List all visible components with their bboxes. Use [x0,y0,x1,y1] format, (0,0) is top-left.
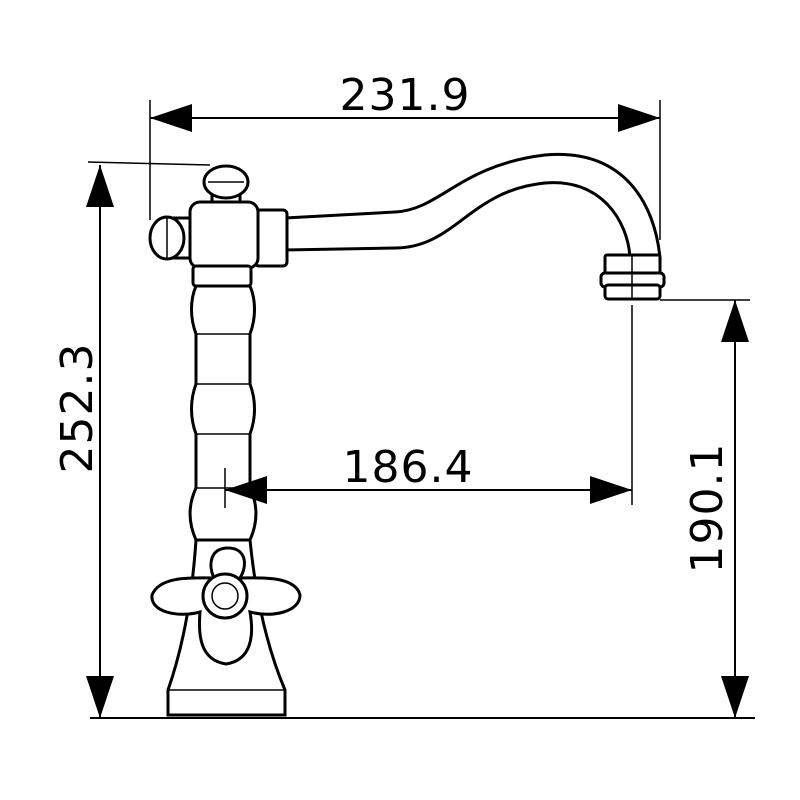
valve-head [188,200,260,270]
side-knob [148,215,194,261]
cross-handle-cap [201,572,249,620]
top-knob [202,164,250,206]
faucet [148,152,666,717]
dimension-lines [86,100,755,719]
neck-ring [191,264,253,288]
column [188,284,258,542]
spout-collar [253,208,289,268]
spout [283,152,662,260]
spout-height-label: 190.1 [682,443,733,574]
overall-height-label: 252.3 [52,343,103,474]
overall-width-label: 231.9 [340,70,471,121]
aerator [599,253,666,301]
spout-reach-label: 186.4 [343,442,474,493]
